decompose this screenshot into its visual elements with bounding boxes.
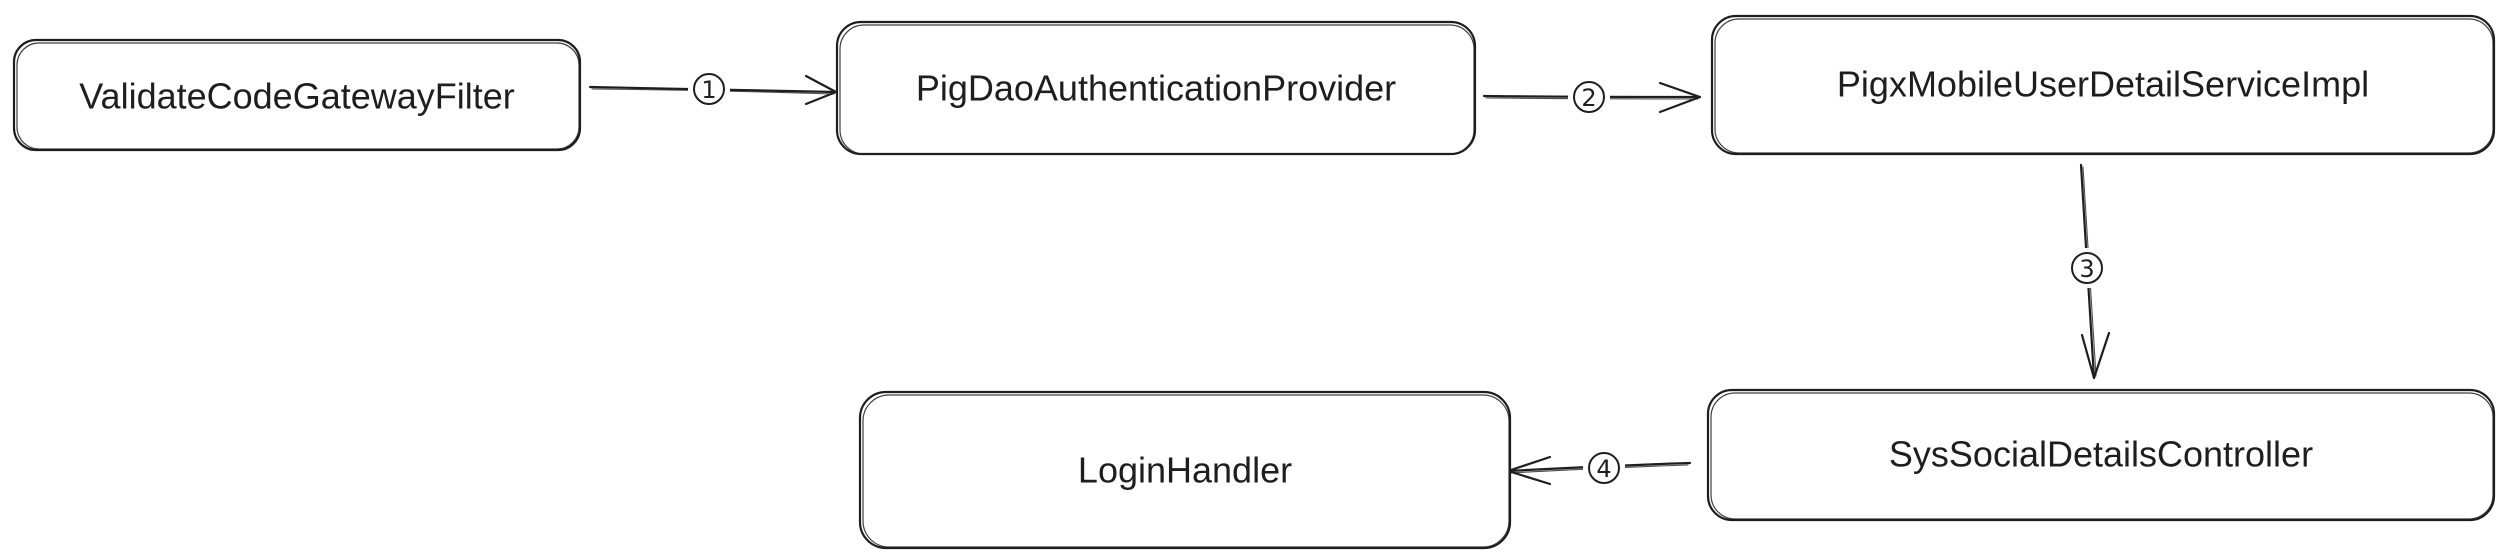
node-pigx-mobile-user-detail-service-impl: PigxMobileUserDetailServiceImpl [1710,14,2496,156]
step-number: 2 [1581,84,1596,112]
node-login-handler: LoginHandler [858,390,1512,550]
node-label: PigDaoAuthenticationProvider [916,68,1396,109]
node-sys-social-details-controller: SysSocialDetailsController [1706,388,2496,522]
step-badge [693,73,725,105]
edge-1: 1 [588,70,838,110]
step-number: 1 [701,76,716,104]
step-badge [1588,452,1620,484]
node-label: PigxMobileUserDetailServiceImpl [1837,64,2369,105]
edge-2: 2 [1482,78,1702,118]
step-number: 3 [2079,255,2094,283]
node-label: LoginHandler [1078,450,1292,491]
edge-3: 3 [2066,163,2111,380]
node-label: SysSocialDetailsController [1889,434,2313,475]
step-badge [2071,252,2103,284]
node-validate-code-gateway-filter: ValidateCodeGatewayFilter [12,38,582,152]
arrowhead [804,74,838,106]
node-label: ValidateCodeGatewayFilter [79,76,515,117]
step-badge [1573,81,1605,113]
node-pig-dao-authentication-provider: PigDaoAuthenticationProvider [835,20,1477,156]
step-number: 4 [1596,455,1611,483]
arrowhead [2080,331,2111,380]
edge-4: 4 [1506,449,1692,489]
arrowhead [1658,81,1702,114]
